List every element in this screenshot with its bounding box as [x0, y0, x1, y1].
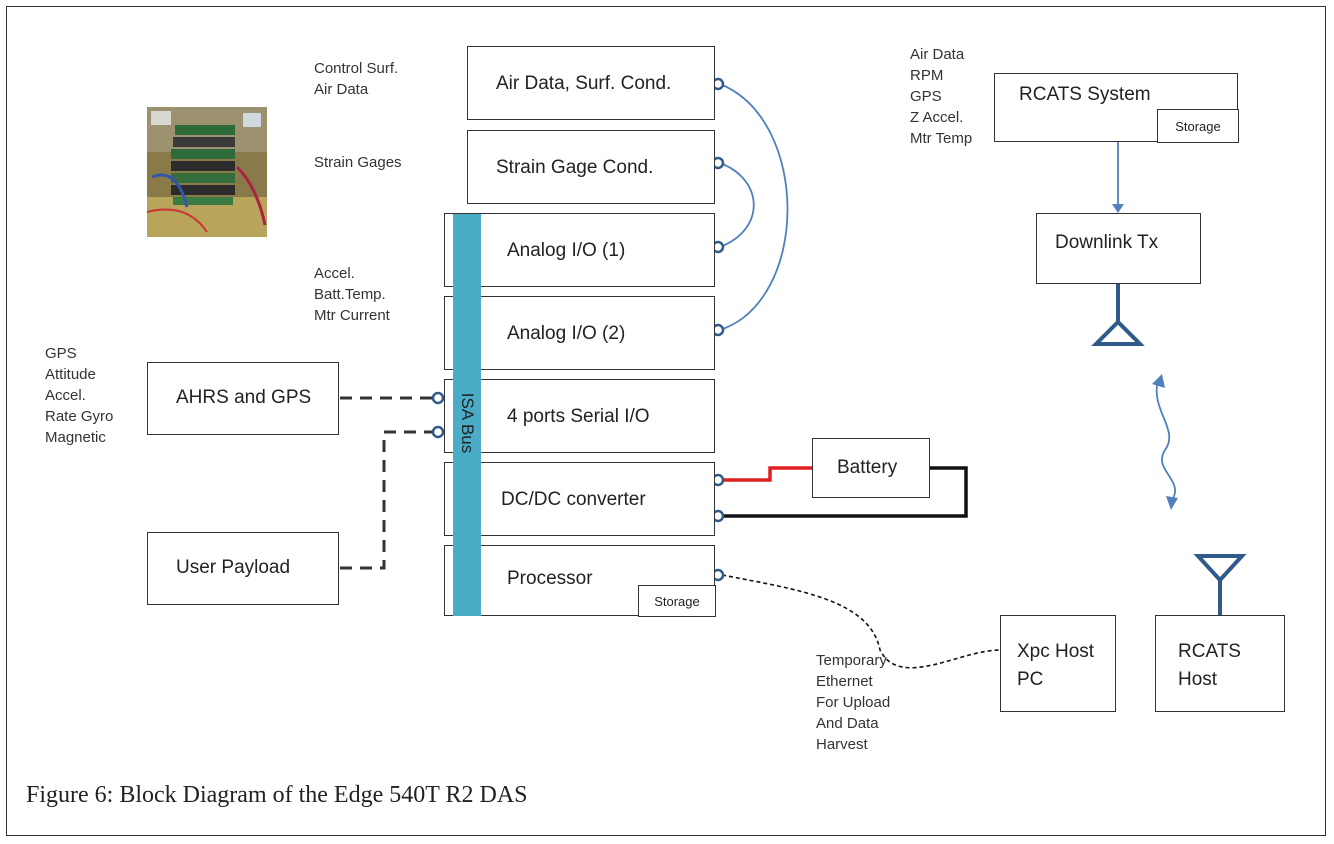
xpc-host-box: Xpc Host PC — [1000, 615, 1116, 712]
isa-bus: ISA Bus — [453, 214, 481, 616]
rcats-host-box: RCATS Host — [1155, 615, 1285, 712]
rcats-storage: Storage — [1157, 109, 1239, 143]
strain-gage-cond-label: Strain Gage Cond. — [496, 157, 654, 178]
serial-io-label: 4 ports Serial I/O — [507, 406, 650, 427]
rcats-system-label: RCATS System — [1019, 84, 1151, 105]
ahrs-gps-box: AHRS and GPS — [147, 362, 339, 435]
note-ethernet: Temporary Ethernet For Upload And Data H… — [816, 652, 891, 753]
air-data-cond-box: Air Data, Surf. Cond. — [467, 46, 715, 120]
figure-frame — [6, 6, 1326, 836]
note-ahrs-outputs: GPS Attitude Accel. Rate Gyro Magnetic — [45, 345, 114, 446]
processor-label: Processor — [507, 568, 593, 589]
wireless-link — [1155, 379, 1176, 501]
analog-io-1-box: Analog I/O (1) — [444, 213, 715, 287]
rcats-system-box: RCATS System Storage — [994, 73, 1239, 143]
user-payload-label: User Payload — [176, 557, 291, 578]
cable-strain-to-analog1 — [719, 162, 755, 248]
note-control-surf: Control Surf. Air Data — [314, 60, 399, 98]
downlink-tx-label: Downlink Tx — [1055, 232, 1159, 253]
cable-airdata-to-analog2 — [719, 83, 789, 331]
figure-caption: Figure 6: Block Diagram of the Edge 540T… — [26, 782, 528, 808]
note-rcats-inputs: Air Data RPM GPS Z Accel. Mtr Temp — [910, 46, 973, 147]
hardware-photo — [147, 107, 267, 237]
power-black-wire — [722, 466, 968, 518]
user-payload-box: User Payload — [147, 532, 339, 605]
link-ethernet — [721, 574, 1001, 669]
serial-io-box: 4 ports Serial I/O — [444, 379, 715, 453]
battery-box: Battery — [812, 438, 930, 498]
note-analog-inputs: Accel. Batt.Temp. Mtr Current — [314, 265, 390, 324]
port-serial-1 — [431, 391, 445, 405]
dcdc-converter-label: DC/DC converter — [501, 489, 646, 510]
tx-antenna-icon — [1091, 319, 1145, 346]
processor-storage: Storage — [638, 585, 716, 617]
isa-bus-label: ISA Bus — [458, 392, 477, 454]
analog-io-1-label: Analog I/O (1) — [507, 240, 626, 261]
rx-antenna-icon — [1193, 554, 1247, 583]
link-payload-to-serial — [340, 430, 434, 570]
processor-box: Processor Storage — [444, 545, 716, 617]
rcats-host-label: RCATS Host — [1178, 641, 1241, 690]
analog-io-2-box: Analog I/O (2) — [444, 296, 715, 370]
dcdc-converter-box: DC/DC converter — [444, 462, 715, 536]
xpc-host-label: Xpc Host PC — [1017, 641, 1095, 690]
note-strain-gages: Strain Gages — [314, 154, 402, 171]
power-red-wire — [722, 466, 812, 482]
ahrs-gps-label: AHRS and GPS — [176, 387, 312, 408]
downlink-tx-box: Downlink Tx — [1036, 213, 1201, 284]
analog-io-2-label: Analog I/O (2) — [507, 323, 626, 344]
strain-gage-cond-box: Strain Gage Cond. — [467, 130, 715, 204]
air-data-cond-label: Air Data, Surf. Cond. — [496, 73, 672, 94]
port-serial-2 — [431, 425, 445, 439]
battery-label: Battery — [837, 457, 898, 478]
